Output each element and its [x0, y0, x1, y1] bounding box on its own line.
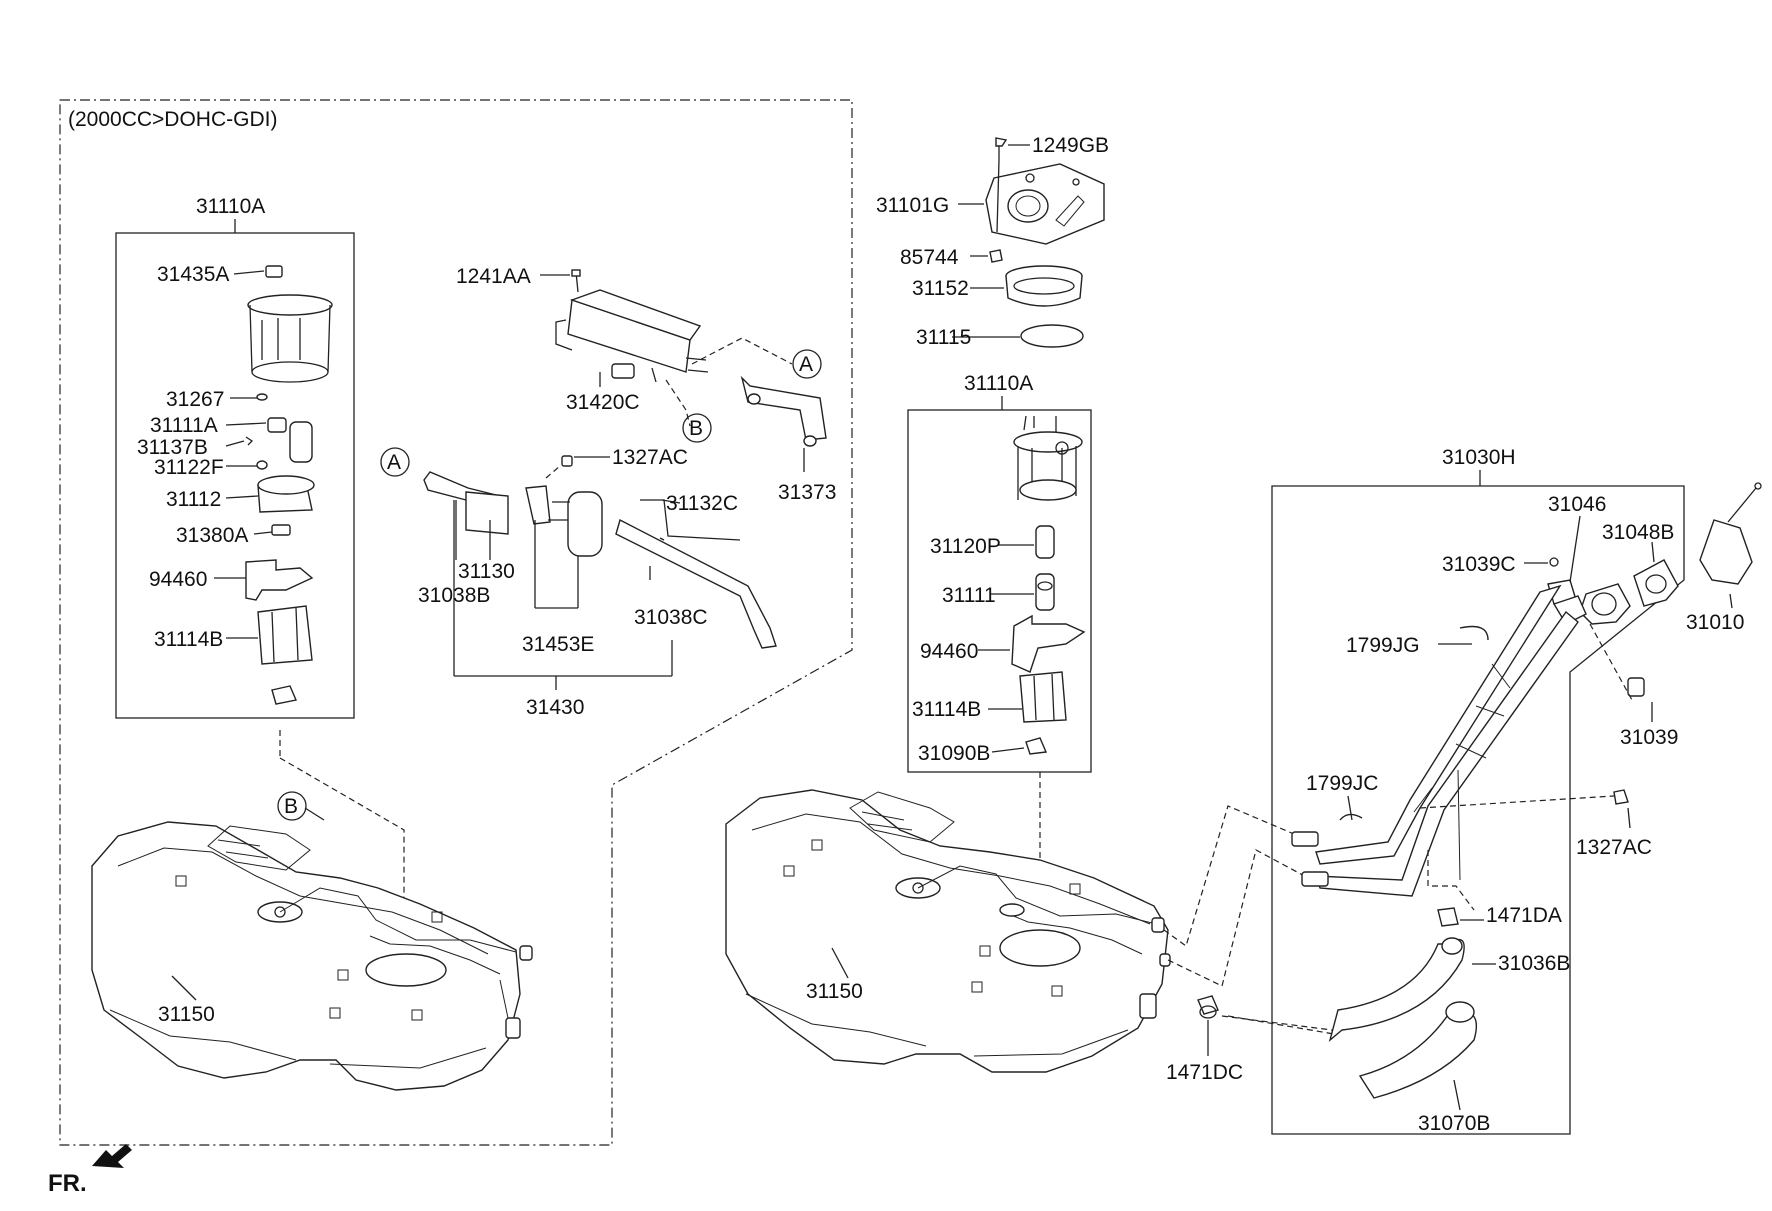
- label-31435A: 31435A: [157, 263, 229, 286]
- label-31150-center: 31150: [806, 980, 863, 1003]
- label-31038C: 31038C: [634, 606, 708, 629]
- label-31101G: 31101G: [876, 194, 949, 217]
- label-31114B-left: 31114B: [154, 628, 223, 651]
- label-1327AC-left: 1327AC: [612, 446, 688, 469]
- label-1799JG: 1799JG: [1346, 634, 1420, 657]
- label-31048B: 31048B: [1602, 521, 1674, 544]
- label-1249GB: 1249GB: [1032, 134, 1109, 157]
- pump-parts-center: [1011, 415, 1086, 755]
- label-31380A: 31380A: [176, 524, 248, 547]
- label-31110A-center: 31110A: [964, 372, 1033, 395]
- callout-marker-a-left: [380, 447, 410, 477]
- label-31036B: 31036B: [1498, 952, 1570, 975]
- label-31152: 31152: [912, 277, 969, 300]
- fuel-tank-center: [725, 789, 1171, 1073]
- callout-marker-b-top: [682, 413, 712, 443]
- front-direction-arrow: [92, 1144, 132, 1168]
- label-94460-left: 94460: [149, 568, 207, 591]
- filler-assembly-box: [1271, 485, 1685, 1135]
- label-31150-left: 31150: [158, 1003, 215, 1026]
- label-31267: 31267: [166, 388, 224, 411]
- label-31122F: 31122F: [154, 456, 224, 479]
- label-94460-center: 94460: [920, 640, 978, 663]
- label-31120P: 31120P: [930, 535, 1001, 558]
- label-31070B: 31070B: [1418, 1112, 1490, 1135]
- label-31420C: 31420C: [566, 391, 640, 414]
- label-31111: 31111: [942, 584, 996, 607]
- label-31132C: 31132C: [666, 492, 738, 515]
- label-31137B: 31137B: [137, 436, 208, 459]
- label-31114B-center: 31114B: [912, 698, 981, 721]
- filler-neck-parts: [1197, 482, 1762, 1099]
- label-31046: 31046: [1548, 493, 1606, 516]
- variant-note: (2000CC>DOHC-GDI): [68, 108, 277, 131]
- canister-leaders: [453, 274, 805, 690]
- label-31112: 31112: [166, 488, 221, 511]
- label-31111A: 31111A: [150, 414, 218, 437]
- label-31110A-left: 31110A: [196, 195, 265, 218]
- label-31038B: 31038B: [418, 584, 490, 607]
- canister-dashed-links: [545, 337, 793, 479]
- pump-assembly-box-center: [907, 409, 1092, 773]
- callout-a-left-letter: A: [387, 451, 401, 474]
- label-31039C: 31039C: [1442, 553, 1516, 576]
- label-1241AA: 1241AA: [456, 265, 531, 288]
- front-direction-label: FR.: [48, 1170, 87, 1197]
- label-1471DA: 1471DA: [1486, 904, 1562, 927]
- label-31039: 31039: [1620, 726, 1678, 749]
- callout-marker-a-top: [792, 349, 822, 379]
- callout-b-top-letter: B: [689, 417, 703, 440]
- label-31373: 31373: [778, 481, 836, 504]
- lock-ring-parts: [985, 137, 1105, 348]
- tank-filler-dashed-links: [1163, 805, 1333, 1031]
- label-31030H: 31030H: [1442, 446, 1516, 469]
- label-31430: 31430: [526, 696, 584, 719]
- filler-leaders: [1207, 515, 1733, 1111]
- label-31453E: 31453E: [522, 633, 594, 656]
- label-1471DC: 1471DC: [1166, 1061, 1243, 1084]
- callout-marker-b-tank: [277, 791, 307, 821]
- label-1327AC-right: 1327AC: [1576, 836, 1652, 859]
- label-31130: 31130: [458, 560, 515, 583]
- label-1799JC: 1799JC: [1306, 772, 1378, 795]
- label-31090B: 31090B: [918, 742, 990, 765]
- callout-a-top-letter: A: [799, 353, 813, 376]
- fuel-tank-left: [91, 821, 533, 1091]
- pump-leaders-center: [978, 544, 1034, 753]
- label-31115: 31115: [916, 326, 971, 349]
- canister-parts: [423, 269, 827, 649]
- pump-leaders-left: [214, 270, 273, 639]
- variant-region-outline: [59, 99, 853, 1146]
- lock-ring-leaders: [952, 144, 1030, 338]
- label-85744: 85744: [900, 246, 959, 269]
- pump-parts-left: [245, 265, 333, 705]
- filler-dashed-links: [1227, 623, 1633, 1035]
- callout-b-tank-letter: B: [284, 795, 298, 818]
- label-31010: 31010: [1686, 611, 1744, 634]
- pump-assembly-box-left: [115, 232, 355, 719]
